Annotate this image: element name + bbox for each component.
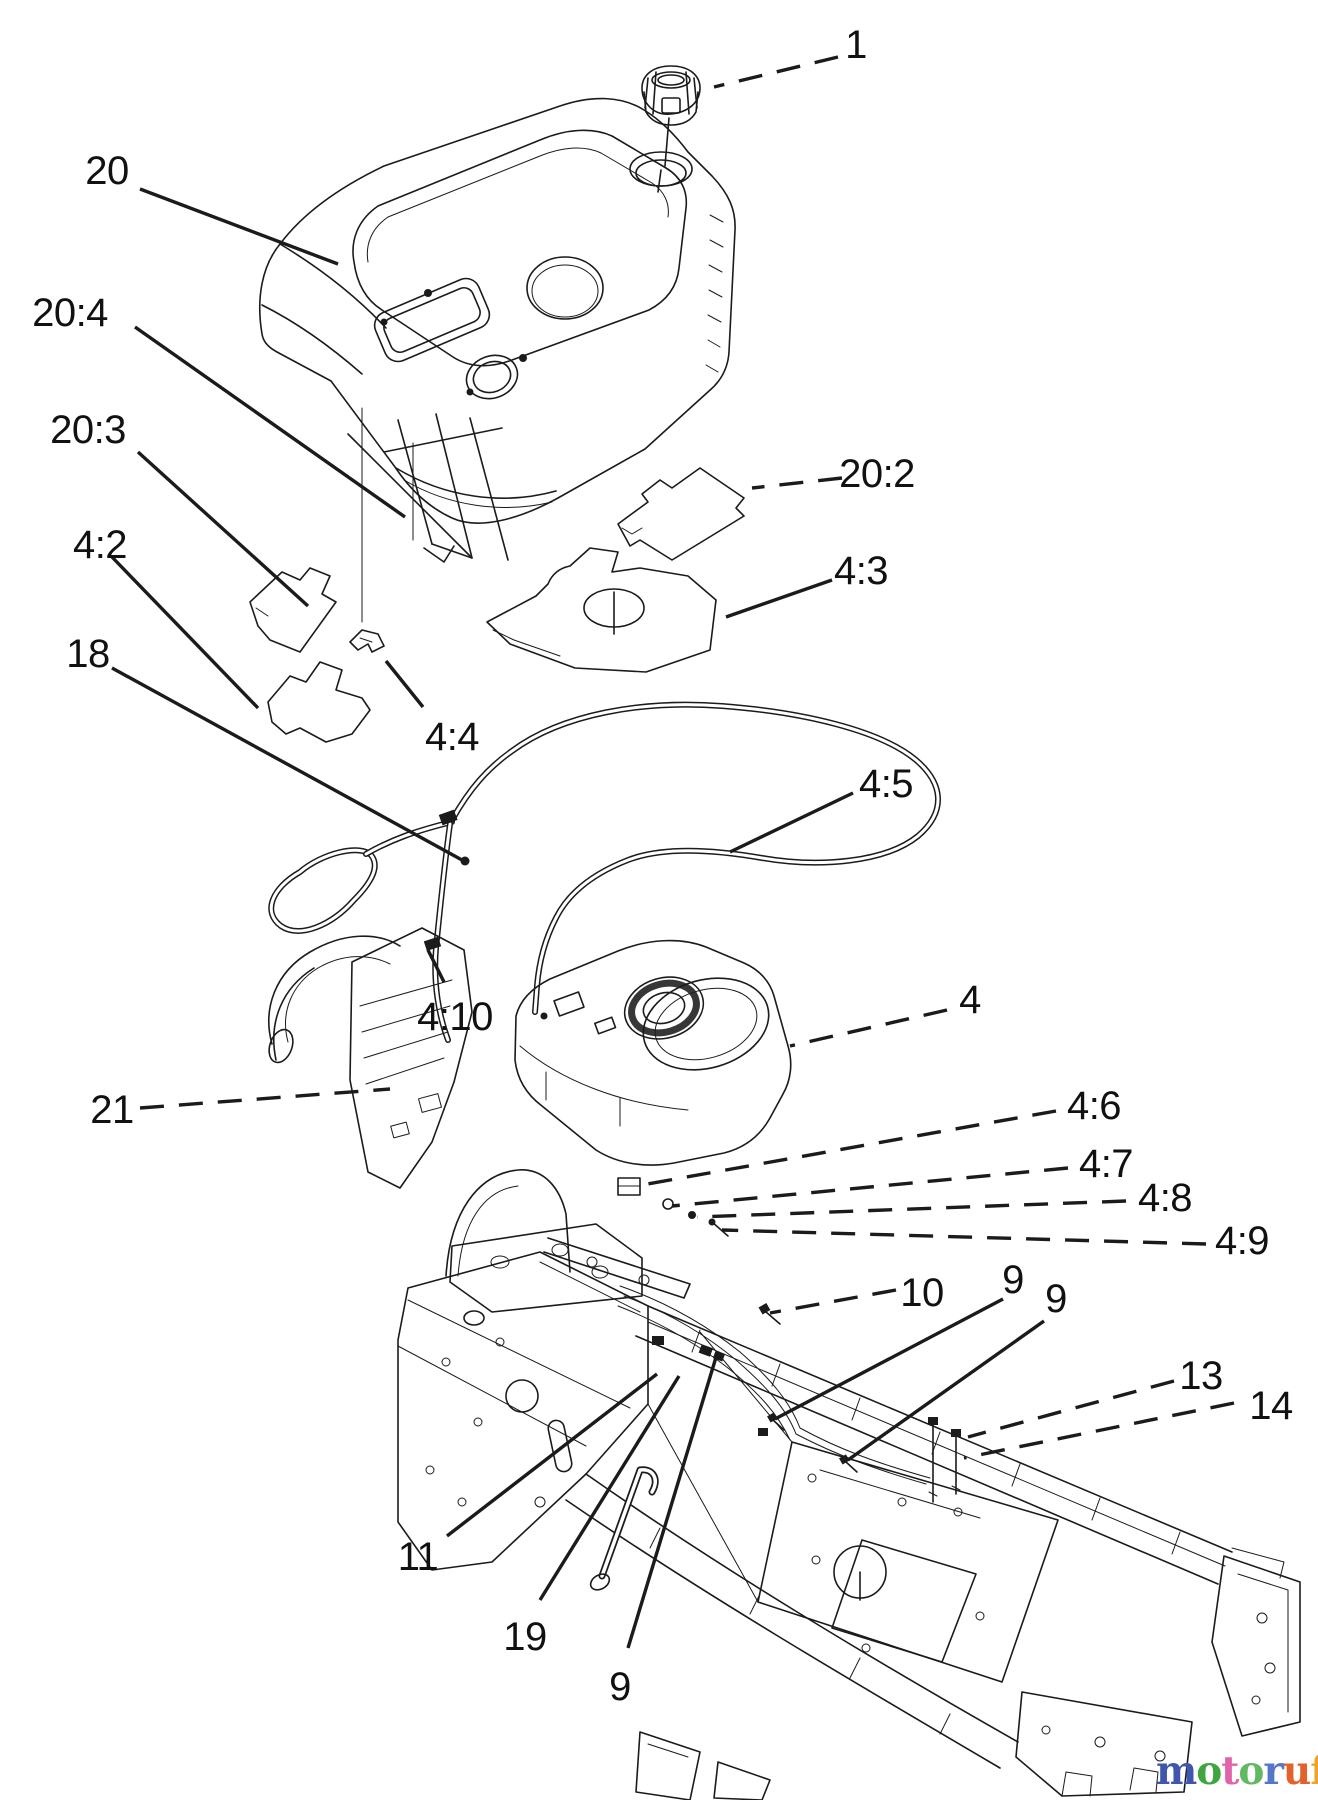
callout-4-5: 4:5 bbox=[858, 762, 914, 806]
callout-4-8: 4:8 bbox=[1137, 1176, 1193, 1220]
callout-9b: 9 bbox=[1045, 1277, 1067, 1321]
leader-10 bbox=[769, 1288, 897, 1315]
leader-9a bbox=[774, 1297, 1004, 1421]
fuel-cap-part bbox=[641, 65, 701, 167]
frame-assembly-part bbox=[397, 1223, 1301, 1800]
leader-4-2 bbox=[110, 555, 260, 710]
leader-20-2 bbox=[751, 476, 843, 490]
clip-4-4-part bbox=[349, 629, 385, 653]
callout-10: 10 bbox=[900, 1271, 944, 1315]
leader-4-5 bbox=[729, 791, 854, 854]
callout-20-2: 20:2 bbox=[839, 452, 915, 496]
leader-4 bbox=[789, 1008, 948, 1048]
dash-support-part bbox=[347, 413, 509, 563]
leader-20-4 bbox=[134, 325, 406, 519]
leader-4-6 bbox=[641, 1109, 1057, 1187]
watermark-letter: u bbox=[1282, 1748, 1311, 1794]
leader-11 bbox=[445, 1372, 659, 1538]
watermark-letter: f bbox=[1310, 1748, 1318, 1794]
callout-4-10: 4:10 bbox=[417, 995, 493, 1039]
bolt-10-part bbox=[758, 1303, 781, 1325]
callout-9a: 9 bbox=[1002, 1258, 1024, 1302]
watermark-letter: t bbox=[1221, 1748, 1239, 1794]
callout-4-9: 4:9 bbox=[1214, 1219, 1270, 1263]
watermark-letter: o bbox=[1196, 1748, 1222, 1794]
leader-9c bbox=[626, 1353, 719, 1649]
leader-18 bbox=[111, 666, 463, 862]
watermark-letter: m bbox=[1156, 1748, 1197, 1794]
callout-1: 1 bbox=[845, 23, 867, 67]
bolt-13-part bbox=[928, 1417, 938, 1503]
leader-4-4 bbox=[384, 659, 425, 709]
shield-plate-20-3-part bbox=[249, 567, 337, 653]
hood-part bbox=[259, 97, 736, 623]
leader-lines bbox=[110, 55, 1235, 1649]
leader-19 bbox=[538, 1375, 681, 1601]
callout-21: 21 bbox=[90, 1088, 134, 1132]
leader-20 bbox=[139, 187, 339, 266]
leader-4-10 bbox=[426, 949, 446, 983]
callout-4-7: 4:7 bbox=[1078, 1142, 1134, 1186]
watermark-letter: o bbox=[1238, 1748, 1264, 1794]
leader-20-3 bbox=[136, 450, 310, 608]
callout-20: 20 bbox=[85, 149, 129, 193]
leader-9b bbox=[847, 1319, 1045, 1462]
leader-21 bbox=[139, 1087, 391, 1110]
bolt-9a-part bbox=[767, 1412, 785, 1431]
fuel-line-part bbox=[268, 701, 941, 1043]
callout-4-3: 4:3 bbox=[833, 549, 889, 593]
control-tower-part bbox=[268, 927, 571, 1277]
callout-4-4: 4:4 bbox=[424, 715, 480, 759]
callout-20-3: 20:3 bbox=[50, 408, 126, 452]
leader-4-7 bbox=[671, 1166, 1069, 1208]
callout-4-2: 4:2 bbox=[72, 523, 128, 567]
shield-plate-4-3-part bbox=[486, 547, 717, 673]
callout-18: 18 bbox=[66, 632, 110, 676]
watermark-motoruf-logo: motoruf.de bbox=[1156, 1752, 1318, 1791]
leader-4-9 bbox=[721, 1228, 1207, 1246]
fuel-tank-part bbox=[514, 939, 792, 1237]
callout-9c: 9 bbox=[609, 1665, 631, 1709]
callout-4: 4 bbox=[959, 978, 981, 1022]
leader-14 bbox=[963, 1401, 1235, 1460]
callout-13: 13 bbox=[1179, 1354, 1223, 1398]
callout-11: 11 bbox=[397, 1535, 439, 1579]
watermark-letter: r bbox=[1263, 1748, 1284, 1794]
callout-20-4: 20:4 bbox=[32, 291, 108, 335]
shield-plate-20-2-part bbox=[617, 467, 745, 561]
gasket-plate-4-2-part bbox=[267, 661, 371, 743]
callout-4-6: 4:6 bbox=[1066, 1084, 1122, 1128]
bolt-9b-part bbox=[839, 1454, 858, 1473]
bolt-14-part bbox=[951, 1429, 961, 1495]
callout-14: 14 bbox=[1249, 1384, 1293, 1428]
leader-13 bbox=[967, 1379, 1175, 1439]
leader-1 bbox=[713, 55, 839, 89]
leader-4-3 bbox=[725, 578, 833, 619]
leader-4-8 bbox=[696, 1199, 1127, 1219]
callout-19: 19 bbox=[503, 1615, 547, 1659]
